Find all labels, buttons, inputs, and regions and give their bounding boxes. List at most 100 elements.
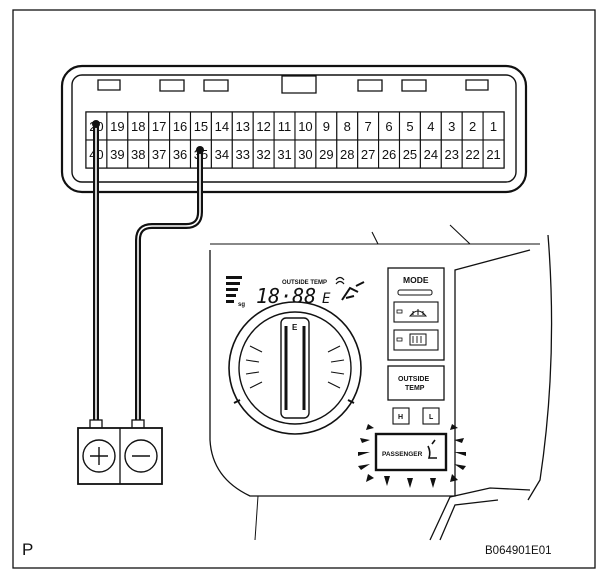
mode-button-label: MODE — [403, 275, 429, 285]
mode-button-indicator — [397, 289, 433, 296]
pin-number-28: 28 — [340, 147, 354, 162]
pin-number-11: 11 — [278, 119, 292, 134]
pin-number-14: 14 — [215, 119, 229, 134]
small-button-left-label: H — [398, 414, 403, 421]
pin-number-26: 26 — [382, 147, 396, 162]
rear-defrost-button[interactable] — [393, 329, 439, 351]
pin-number-23: 23 — [445, 147, 459, 162]
small-button-right[interactable]: L — [422, 407, 440, 425]
passenger-button-label: PASSENGER — [382, 451, 423, 458]
rear-defrost-led — [396, 337, 403, 342]
dashboard-outline — [209, 249, 531, 497]
dashboard-right-curve — [527, 234, 553, 501]
defrost-indicator-icon — [335, 276, 345, 285]
probe-tip-pin35 — [196, 146, 204, 154]
small-button-right-label: L — [429, 414, 434, 421]
knob-tick-right — [347, 399, 355, 404]
pin-number-38: 38 — [131, 147, 145, 162]
control-panel: sg OUTSIDE TEMP 18·88 E E — [209, 224, 553, 541]
pin-number-16: 16 — [173, 119, 187, 134]
mode-button[interactable]: MODE — [397, 275, 433, 296]
connector-tab — [203, 79, 229, 92]
pin-number-1: 1 — [490, 119, 497, 134]
outside-temp-button-body — [387, 365, 445, 401]
pin-number-3: 3 — [448, 119, 455, 134]
rear-defrost-icon-lines — [412, 336, 422, 343]
knob-grip-ridges — [245, 345, 345, 389]
pin-number-39: 39 — [110, 147, 124, 162]
pin-number-21: 21 — [486, 147, 500, 162]
connector-tab — [401, 79, 427, 92]
connector-tab — [159, 79, 185, 92]
pin-number-6: 6 — [385, 119, 392, 134]
pin-number-33: 33 — [236, 147, 250, 162]
passenger-button[interactable]: PASSENGER — [374, 432, 448, 472]
connector: 2019181716151413121110987654321403938373… — [60, 64, 528, 194]
fan-level-tag: sg — [238, 302, 245, 308]
pin-number-7: 7 — [365, 119, 372, 134]
knob-tick-left — [233, 399, 241, 404]
rear-defrost-icon — [409, 333, 427, 346]
flash-marks-icon — [358, 424, 466, 488]
pin-grid: 2019181716151413121110987654321403938373… — [85, 111, 505, 169]
pin-number-19: 19 — [110, 119, 124, 134]
corner-letter: P — [22, 540, 33, 559]
dashboard-lower-line — [254, 495, 259, 541]
dashboard-edge — [371, 224, 471, 245]
pin-number-9: 9 — [323, 119, 330, 134]
front-defrost-icon — [408, 309, 428, 317]
pin-number-27: 27 — [361, 147, 375, 162]
small-button-left[interactable]: H — [392, 407, 410, 425]
connector-tab — [465, 79, 489, 91]
connector-tabs — [97, 75, 489, 94]
pin-number-32: 32 — [256, 147, 270, 162]
outside-temp-button-line1: OUTSIDE — [398, 376, 429, 383]
probe-tip-pin20 — [92, 120, 100, 128]
pin-number-37: 37 — [152, 147, 166, 162]
lead-pin35-core — [137, 149, 201, 425]
knob-mark: E — [292, 323, 298, 332]
battery — [77, 419, 163, 485]
pin-number-34: 34 — [215, 147, 229, 162]
pin-number-10: 10 — [298, 119, 312, 134]
pin-number-36: 36 — [173, 147, 187, 162]
outside-temp-caption: OUTSIDE TEMP — [282, 280, 327, 286]
knob-pointer-grip — [280, 317, 310, 419]
pin-number-30: 30 — [298, 147, 312, 162]
front-defrost-button[interactable] — [393, 301, 439, 323]
airflow-mode-icon — [341, 281, 365, 301]
small-button-right-body — [422, 407, 440, 425]
outside-temp-button-line2: TEMP — [405, 385, 425, 392]
figure-code: B064901E01 — [485, 545, 552, 557]
connector-tab — [97, 79, 121, 91]
pin-number-4: 4 — [427, 119, 434, 134]
small-button-left-body — [392, 407, 410, 425]
pin-number-5: 5 — [406, 119, 413, 134]
front-defrost-led — [396, 309, 403, 314]
pin-number-2: 2 — [469, 119, 476, 134]
seat-icon — [427, 439, 437, 459]
pin-number-17: 17 — [152, 119, 166, 134]
pin-number-29: 29 — [319, 147, 333, 162]
button-column: MODE OUTSIDE TEMP H — [387, 267, 445, 425]
pin-number-25: 25 — [403, 147, 417, 162]
pin-number-13: 13 — [236, 119, 250, 134]
front-defrost-button-body — [393, 301, 439, 323]
pin-number-18: 18 — [131, 119, 145, 134]
connector-tab — [357, 79, 383, 92]
pin-number-8: 8 — [344, 119, 351, 134]
outside-temp-button[interactable]: OUTSIDE TEMP — [387, 365, 445, 401]
pin-number-15: 15 — [194, 119, 208, 134]
pin-cavity — [482, 139, 505, 169]
connector-tab — [281, 75, 317, 94]
pin-number-31: 31 — [277, 147, 291, 162]
fan-level-bars-icon — [226, 276, 242, 303]
dashboard-lower-flange — [429, 487, 531, 541]
pin-number-12: 12 — [256, 119, 270, 134]
lcd-temperature-unit: E — [322, 291, 331, 307]
pin-number-24: 24 — [424, 147, 438, 162]
knob-grip-shading — [284, 326, 306, 410]
temperature-knob[interactable]: E — [228, 301, 362, 435]
test-leads — [93, 121, 203, 427]
